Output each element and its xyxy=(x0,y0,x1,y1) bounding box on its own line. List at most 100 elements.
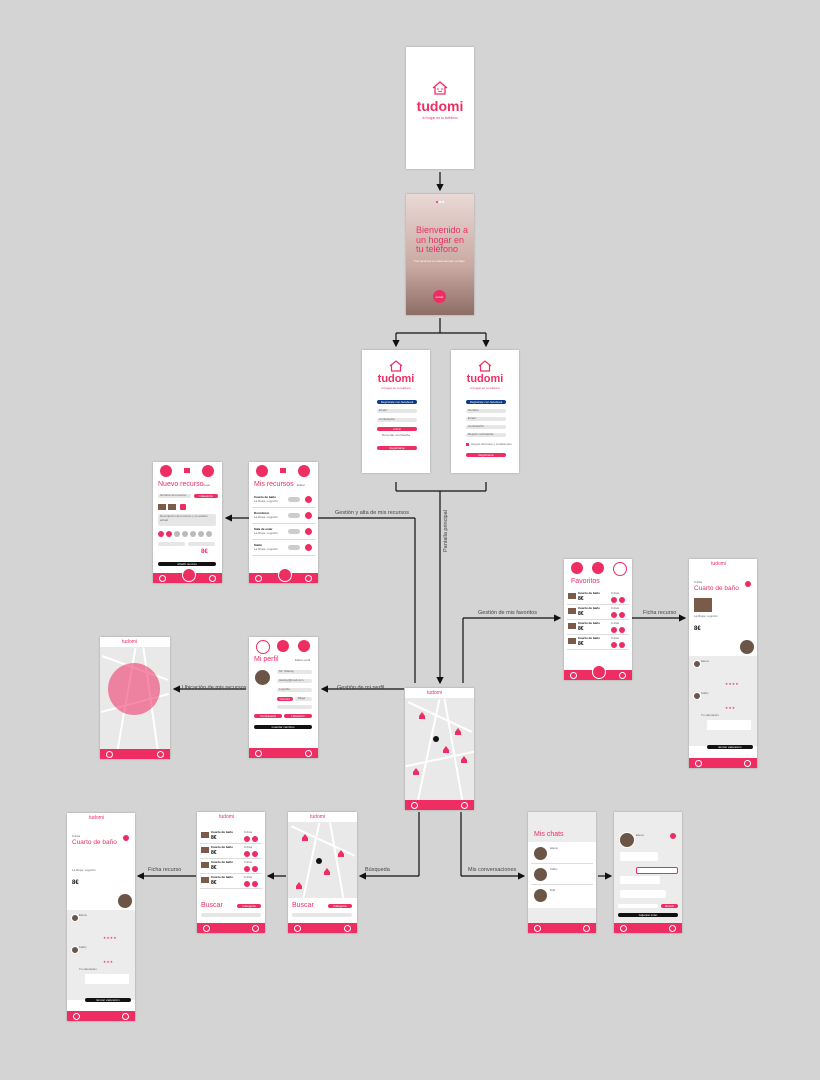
map-pin[interactable] xyxy=(443,746,449,753)
chat-user-2[interactable]: Kathy xyxy=(550,867,558,871)
register-facebook-button[interactable]: Regístrate con facebook xyxy=(466,400,506,404)
search-icon[interactable] xyxy=(255,750,262,757)
register-repeat-field[interactable]: Repetir contraseña xyxy=(466,432,506,437)
chat-icon[interactable] xyxy=(583,925,590,932)
chat-avatar-1[interactable] xyxy=(533,846,548,861)
chat-user-3[interactable]: Erik xyxy=(550,888,556,892)
chat-icon[interactable] xyxy=(344,925,351,932)
register-password-field[interactable]: Contraseña xyxy=(466,424,506,429)
message-input[interactable] xyxy=(618,904,658,908)
map-pin[interactable] xyxy=(338,850,344,857)
add-button[interactable] xyxy=(277,568,292,582)
attach-button[interactable]: Adjuntar imán xyxy=(618,913,678,917)
resource-name-field[interactable]: Nombre del recurso xyxy=(158,493,191,498)
edit-icon[interactable] xyxy=(305,544,312,551)
active-toggle[interactable] xyxy=(288,497,300,502)
user-tab-icon[interactable] xyxy=(256,465,268,477)
heart-tab-icon[interactable] xyxy=(202,465,214,477)
add-resource-button[interactable]: Añadir recurso xyxy=(158,562,216,566)
save-profile-button[interactable]: Guardar cambios xyxy=(254,725,312,729)
owner-avatar[interactable] xyxy=(117,893,133,909)
login-enter-button[interactable]: entrar xyxy=(377,427,417,431)
user-tab-icon[interactable] xyxy=(256,640,270,654)
search-icon[interactable] xyxy=(534,925,541,932)
date-from-field[interactable] xyxy=(158,542,185,546)
chat-avatar-3[interactable] xyxy=(533,888,548,903)
chat-icon[interactable] xyxy=(744,760,751,767)
review-input[interactable] xyxy=(85,974,129,984)
login-forgot-link[interactable]: Recordar contraseña xyxy=(382,433,411,437)
message-icon[interactable] xyxy=(619,612,625,618)
close-icon[interactable] xyxy=(745,581,751,587)
chat-icon[interactable] xyxy=(305,750,312,757)
user-tab-icon[interactable] xyxy=(571,562,583,574)
add-photo-icon[interactable] xyxy=(180,504,186,510)
chat-icon[interactable] xyxy=(669,925,676,932)
map-pin[interactable] xyxy=(419,712,425,719)
location-button[interactable]: Ubicación xyxy=(284,714,312,718)
home-tab-icon[interactable] xyxy=(181,465,193,477)
call-icon[interactable] xyxy=(611,612,617,618)
login-email-field[interactable]: Email xyxy=(377,408,417,413)
map-pin[interactable] xyxy=(455,728,461,735)
edit-icon[interactable] xyxy=(305,528,312,535)
chat-icon[interactable] xyxy=(305,575,312,582)
avatar[interactable] xyxy=(254,669,271,686)
user-tab-icon[interactable] xyxy=(160,465,172,477)
map-pin[interactable] xyxy=(302,834,308,841)
message-icon[interactable] xyxy=(619,627,625,633)
edit-link[interactable]: Editar xyxy=(297,483,305,487)
day-picker[interactable] xyxy=(158,531,218,537)
search-input[interactable] xyxy=(292,913,352,917)
map-area[interactable] xyxy=(100,647,170,749)
search-icon[interactable] xyxy=(294,925,301,932)
chat-icon[interactable] xyxy=(619,672,626,679)
search-icon[interactable] xyxy=(695,760,702,767)
chat-avatar-2[interactable] xyxy=(533,867,548,882)
search-icon[interactable] xyxy=(73,1013,80,1020)
profile-city-field[interactable]: Logroño xyxy=(277,687,312,692)
close-icon[interactable] xyxy=(123,835,129,841)
active-toggle[interactable] xyxy=(288,545,300,550)
search-icon[interactable] xyxy=(411,802,418,809)
search-icon[interactable] xyxy=(159,575,166,582)
send-message-button[interactable]: Enviar xyxy=(661,904,678,908)
call-icon[interactable] xyxy=(611,642,617,648)
change-password-button[interactable]: Contraseña xyxy=(254,714,282,718)
search-icon[interactable] xyxy=(255,575,262,582)
call-icon[interactable] xyxy=(244,881,250,887)
profile-name-field[interactable]: Mr. Stanley xyxy=(277,669,312,674)
map-pin[interactable] xyxy=(461,756,467,763)
chat-icon[interactable] xyxy=(157,751,164,758)
profile-age-field[interactable] xyxy=(277,705,312,709)
search-icon[interactable] xyxy=(620,925,627,932)
map-pin[interactable] xyxy=(324,868,330,875)
category-select[interactable]: Categoría xyxy=(194,494,218,498)
map-pin[interactable] xyxy=(296,882,302,889)
add-button[interactable] xyxy=(181,568,196,582)
chat-icon[interactable] xyxy=(209,575,216,582)
review-input[interactable] xyxy=(707,720,751,730)
search-icon[interactable] xyxy=(106,751,113,758)
chat-icon[interactable] xyxy=(122,1013,129,1020)
search-icon[interactable] xyxy=(203,925,210,932)
date-to-field[interactable] xyxy=(188,542,215,546)
active-toggle[interactable] xyxy=(288,513,300,518)
call-icon[interactable] xyxy=(611,627,617,633)
register-name-field[interactable]: Nombre xyxy=(466,408,506,413)
call-icon[interactable] xyxy=(611,597,617,603)
home-tab-icon[interactable] xyxy=(277,640,289,652)
message-icon[interactable] xyxy=(619,642,625,648)
map-pin[interactable] xyxy=(413,768,419,775)
send-review-button[interactable]: Enviar valoración xyxy=(85,998,131,1002)
search-icon[interactable] xyxy=(570,672,577,679)
map-area[interactable] xyxy=(405,698,474,800)
